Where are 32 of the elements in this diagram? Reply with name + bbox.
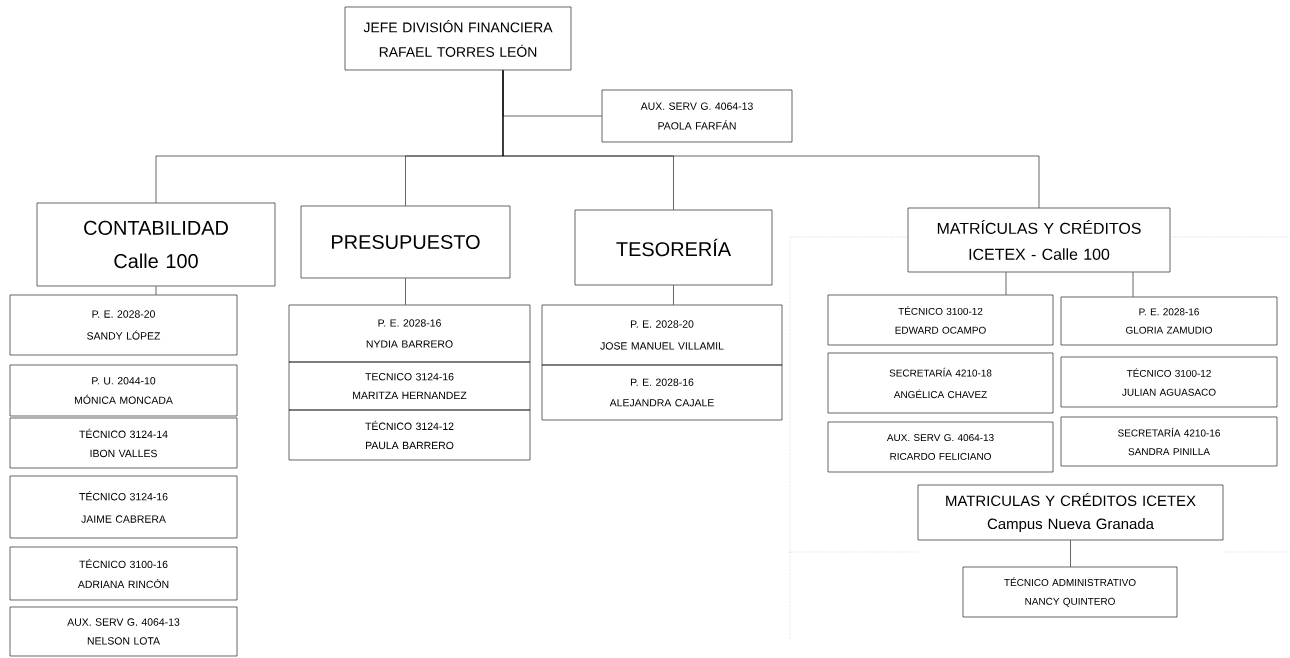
person-box: TÉCNICO 3100-12 JULIAN AGUASACO — [1060, 356, 1278, 408]
connector-line — [155, 286, 157, 295]
person-box: TÉCNICO 3124-14 IBON VALLES — [9, 417, 238, 469]
connector-line — [673, 285, 674, 305]
person-box: P. E. 2028-16 GLORIA ZAMUDIO — [1060, 296, 1278, 346]
department-box: CONTABILIDAD Calle 100 — [36, 202, 276, 287]
person-box: AUX. SERV G. 4064-13 RICARDO FELICIANO — [827, 421, 1054, 473]
person-box: P. E. 2028-20 SANDY LÓPEZ — [9, 294, 238, 356]
person-box: TECNICO 3124-16 MARITZA HERNANDEZ — [288, 361, 531, 411]
person-box: TÉCNICO 3100-12 EDWARD OCAMPO — [827, 294, 1054, 346]
department-box: PRESUPUESTO — [300, 205, 511, 279]
person-box: P. E. 2028-16 ALEJANDRA CAJALE — [541, 364, 783, 421]
department-box: MATRICULAS Y CRÉDITOS ICETEX Campus Nueva Granada — [917, 484, 1224, 541]
connector-line — [1070, 540, 1071, 567]
person-box: TÉCNICO 3124-16 JAIME CABRERA — [9, 475, 238, 539]
person-box: SECRETARÍA 4210-18 ANGÉLICA CHAVEZ — [827, 352, 1054, 414]
person-box: P. U. 2044-10 MÓNICA MONCADA — [9, 364, 238, 417]
connector-line — [1005, 272, 1007, 295]
person-box: SECRETARÍA 4210-16 SANDRA PINILLA — [1060, 416, 1278, 467]
department-box: MATRÍCULAS Y CRÉDITOS ICETEX - Calle 100 — [907, 207, 1171, 273]
person-box: TÉCNICO 3100-16 ADRIANA RINCÓN — [9, 546, 238, 601]
connector-line — [405, 278, 406, 305]
department-box: TESORERÍA — [574, 209, 773, 286]
person-box: P. E. 2028-20 JOSE MANUEL VILLAMIL — [541, 304, 783, 366]
head-box: JEFE DIVISIÓN FINANCIERA RAFAEL TORRES LEÓN — [344, 6, 572, 71]
person-box: AUX. SERV G. 4064-13 NELSON LOTA — [9, 606, 238, 657]
person-box: AUX. SERV G. 4064-13 PAOLA FARFÁN — [601, 89, 793, 143]
person-box: TÉCNICO ADMINISTRATIVO NANCY QUINTERO — [962, 566, 1178, 618]
person-box: TÉCNICO 3124-12 PAULA BARRERO — [288, 409, 531, 461]
connector-line — [1132, 272, 1134, 297]
connector-line — [502, 70, 1040, 208]
person-box: P. E. 2028-16 NYDIA BARRERO — [288, 304, 531, 363]
